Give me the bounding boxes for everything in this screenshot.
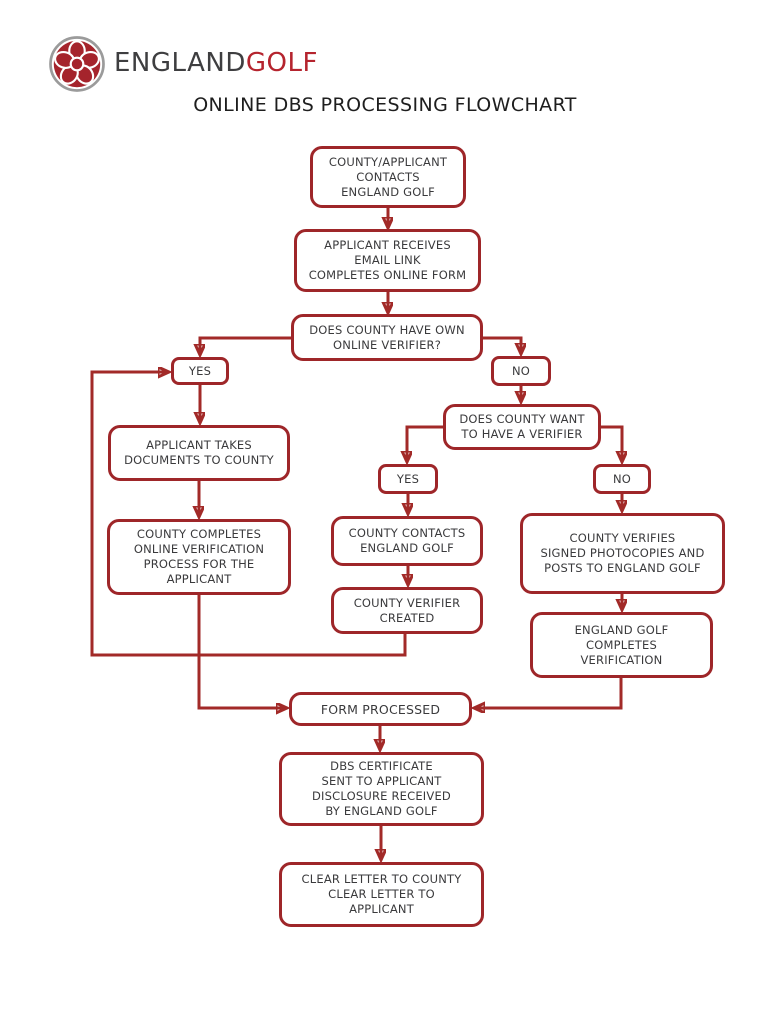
edge-q1-no-1: [483, 336, 521, 353]
flow-node-clear: CLEAR LETTER TO COUNTY CLEAR LETTER TO A…: [279, 862, 484, 927]
brand-england-text: ENGLAND: [114, 48, 246, 78]
page-title: ONLINE DBS PROCESSING FLOWCHART: [193, 94, 577, 116]
flow-node-completes: COUNTY COMPLETES ONLINE VERIFICATION PRO…: [107, 519, 291, 595]
edge-created-yes-left-loop: [90, 372, 407, 657]
edge-want-no-2: [601, 425, 622, 461]
brand-wordmark: ENGLANDGOLF: [114, 48, 318, 78]
edge-completes-processed: [197, 595, 286, 708]
brand-golf-text: GOLF: [245, 48, 318, 78]
flow-node-contacts: COUNTY CONTACTS ENGLAND GOLF: [331, 516, 483, 566]
flow-node-processed: FORM PROCESSED: [289, 692, 472, 726]
flow-node-no_2: NO: [593, 464, 651, 494]
flow-node-yes_right: YES: [378, 464, 438, 494]
england-golf-rose-icon: [49, 36, 105, 92]
flow-node-receives: APPLICANT RECEIVES EMAIL LINK COMPLETES …: [294, 229, 481, 292]
flow-node-no_1: NO: [491, 356, 551, 386]
flow-node-yes_left: YES: [171, 357, 229, 385]
flow-node-q1: DOES COUNTY HAVE OWN ONLINE VERIFIER?: [291, 314, 483, 361]
edge-want-yes-right: [407, 425, 443, 461]
flow-node-want: DOES COUNTY WANT TO HAVE A VERIFIER: [443, 404, 601, 450]
edge-eg-processed: [475, 678, 623, 708]
flow-node-eg_completes: ENGLAND GOLF COMPLETES VERIFICATION: [530, 612, 713, 678]
edge-q1-yes-left: [200, 336, 291, 354]
flow-node-start: COUNTY/APPLICANT CONTACTS ENGLAND GOLF: [310, 146, 466, 208]
flow-node-dbs: DBS CERTIFICATE SENT TO APPLICANT DISCLO…: [279, 752, 484, 826]
flow-node-created: COUNTY VERIFIER CREATED: [331, 587, 483, 634]
flow-node-takes: APPLICANT TAKES DOCUMENTS TO COUNTY: [108, 425, 290, 481]
flow-node-verifies: COUNTY VERIFIES SIGNED PHOTOCOPIES AND P…: [520, 513, 725, 594]
